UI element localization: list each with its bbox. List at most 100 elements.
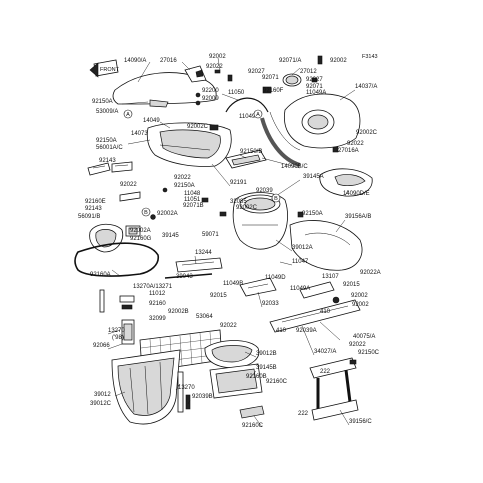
part-label-92143: 92143 [99, 158, 116, 164]
part-label-92071b: 92071B [183, 203, 204, 209]
part-label-92066: 92066 [93, 343, 110, 349]
part-label-14090-a: 14090/A [124, 58, 146, 64]
part-label-13270: 13270 [108, 328, 125, 334]
part-label-56091-b: 56091/B [78, 214, 100, 220]
part-label-92071-a: 92071/A [279, 58, 301, 64]
part-label-92027: 92027 [306, 77, 323, 83]
part-label-56001a-c: 56001A/C [96, 145, 123, 151]
part-label-13244: 13244 [195, 250, 212, 256]
part-label-39012c: 39012C [90, 401, 112, 407]
part-label-92033: 92033 [262, 301, 279, 307]
part-label-39012b: 39012B [256, 351, 277, 357]
part-label-14090d-e: 14090D/E [343, 191, 370, 197]
part-label-410: 410 [276, 328, 287, 334]
vent-grille-parts [87, 161, 141, 202]
part-label-13107: 13107 [322, 274, 339, 280]
hood-inner-tray-part [146, 122, 232, 167]
part-label-92015: 92015 [210, 293, 227, 299]
part-label-92022: 92022 [174, 175, 191, 181]
storage-bin-part [232, 192, 288, 250]
part-label-92039: 92039 [256, 188, 273, 194]
part-label-92160b: 92160B [246, 374, 267, 380]
part-label-92002a: 92002A [130, 228, 151, 234]
part-label-27012: 27012 [300, 69, 317, 75]
part-label-92002c: 92002C [187, 124, 209, 130]
part-label-92022: 92022 [347, 141, 364, 147]
part-label-11047: 11047 [292, 259, 309, 265]
part-label-92160a: 92160A [90, 272, 111, 278]
part-label-39043: 39043 [176, 274, 193, 280]
part-label-92150a: 92150A [92, 99, 113, 105]
callout-letter: A [126, 112, 130, 118]
part-label-92200: 92200 [202, 88, 219, 94]
part-label--98-: ('98) [112, 335, 124, 341]
part-label-92002a: 92002A [157, 211, 178, 217]
part-label-92191: 92191 [230, 180, 247, 186]
part-label-39145: 39145 [162, 233, 179, 239]
part-label-59071: 59071 [202, 232, 219, 238]
part-label-410: 410 [320, 309, 331, 315]
part-label-11049a: 11049A [290, 286, 310, 292]
part-label-92160f: 92160F [263, 88, 284, 94]
callout-letter: B [144, 210, 148, 216]
part-label-222: 222 [320, 369, 331, 375]
tube-stack-parts [99, 289, 135, 345]
part-label-39145a: 39145A [303, 174, 324, 180]
callout-letter: A [256, 112, 260, 118]
part-label-11048: 11048 [184, 191, 201, 197]
part-label-27016: 27016 [160, 58, 177, 64]
part-label-14073: 14073 [131, 131, 148, 137]
part-label-11051: 11051 [184, 197, 201, 203]
part-label-40075-a: 40075/A [353, 334, 375, 340]
callout-b: B [141, 207, 151, 217]
part-label-92015: 92015 [343, 282, 360, 288]
part-label-222: 222 [298, 411, 309, 417]
callout-markers: A A B B [123, 109, 281, 217]
part-label-13270a-13271: 13270A/13271 [133, 284, 173, 290]
side-cover-part [289, 220, 363, 271]
part-label-11049: 11049 [239, 114, 256, 120]
part-label-92002: 92002 [351, 293, 368, 299]
part-label-92150-b: 92150/B [240, 149, 262, 155]
part-label-92009: 92009 [202, 96, 219, 102]
part-label-92150a: 92150A [302, 211, 323, 217]
part-label-34027-a: 34027/A [314, 349, 336, 355]
part-label-92022: 92022 [206, 64, 223, 70]
callout-letter: B [274, 196, 278, 202]
part-label-92022: 92022 [220, 323, 237, 329]
part-label-92027: 92027 [248, 69, 265, 75]
part-label-92022: 92022 [120, 182, 137, 188]
part-label-92160c: 92160C [242, 423, 264, 429]
part-label-92071: 92071 [262, 75, 279, 81]
part-label-39145b: 39145B [256, 365, 277, 371]
drain-tube-part [177, 371, 191, 413]
part-label-92022: 92022 [349, 342, 366, 348]
instrument-panel-cover-part [260, 93, 361, 167]
part-label-39012a: 39012A [292, 245, 313, 251]
part-label-39156a-b: 39156A/B [345, 214, 371, 220]
part-label-14049: 14049 [143, 118, 160, 124]
pad-part [239, 405, 265, 419]
front-marker-label: FRONT [100, 67, 120, 73]
storage-bucket-part [111, 349, 181, 425]
part-label-11049a: 11049A [306, 90, 326, 96]
grab-handle-part [225, 149, 267, 169]
part-label-92039b: 92039B [192, 394, 213, 400]
part-label-92071: 92071 [306, 84, 323, 90]
part-label-92160: 92160 [149, 301, 166, 307]
part-label-53064: 53064 [196, 314, 213, 320]
part-label-92150a: 92150A [96, 138, 117, 144]
part-label-92150a: 92150A [174, 183, 195, 189]
storage-lid-part [89, 223, 141, 253]
part-label-39012: 39012 [94, 392, 111, 398]
part-label-92002b: 92002B [168, 309, 189, 315]
bin-base-part [209, 363, 263, 399]
oval-hatch-part [204, 340, 260, 369]
bracket-part [239, 277, 277, 297]
part-label-92160g: 92160G [130, 236, 152, 242]
part-label-14090b-c: 14090B/C [281, 164, 308, 170]
diagram-code: F3143 [362, 54, 378, 60]
